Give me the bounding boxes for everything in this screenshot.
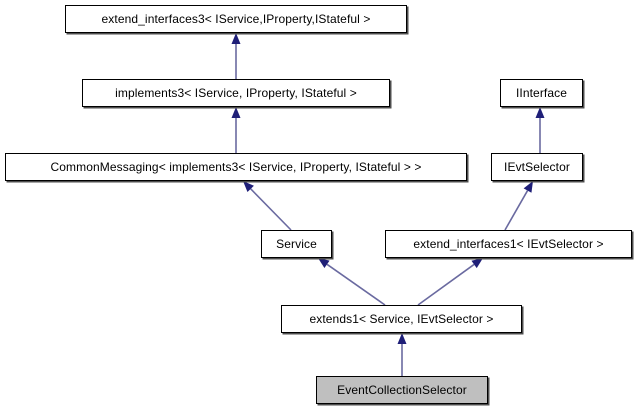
inheritance-edge-ievtselector-to-iinterface <box>535 107 545 153</box>
edge-arrowhead <box>231 107 241 118</box>
class-node-iinterface[interactable]: IInterface <box>500 79 583 107</box>
class-node-ievtselector[interactable]: IEvtSelector <box>491 153 583 181</box>
class-node-eventcollectionselector[interactable]: EventCollectionSelector <box>316 376 488 404</box>
edge-line <box>250 188 292 231</box>
edge-line <box>504 190 529 231</box>
edge-line <box>417 263 475 306</box>
inheritance-edge-extends1-to-service <box>318 258 386 306</box>
edge-arrowhead <box>231 33 241 44</box>
class-node-extend_interfaces1[interactable]: extend_interfaces1< IEvtSelector > <box>385 230 632 258</box>
edge-arrowhead <box>535 107 545 118</box>
class-node-label: Service <box>276 237 317 251</box>
inheritance-edge-extend_interfaces1-to-ievtselector <box>504 181 533 231</box>
class-node-commonmessaging[interactable]: CommonMessaging< implements3< IService, … <box>5 153 467 181</box>
class-node-label: CommonMessaging< implements3< IService, … <box>50 160 422 174</box>
edge-arrowhead <box>318 258 330 269</box>
class-node-label: extend_interfaces1< IEvtSelector > <box>413 237 604 251</box>
edge-arrowhead <box>523 181 533 193</box>
class-node-label: IInterface <box>515 86 568 100</box>
class-node-implements3[interactable]: implements3< IService, IProperty, IState… <box>82 79 390 107</box>
inheritance-edge-eventcollectionselector-to-extends1 <box>397 333 407 376</box>
class-node-label: extends1< Service, IEvtSelector > <box>309 312 494 326</box>
inheritance-edge-extends1-to-extend_interfaces1 <box>417 258 483 306</box>
class-node-label: extend_interfaces3< IService,IProperty,I… <box>101 12 371 26</box>
class-node-service[interactable]: Service <box>261 230 332 258</box>
class-node-label: implements3< IService, IProperty, IState… <box>115 86 357 100</box>
inheritance-edge-implements3-to-extend_interfaces3 <box>231 33 241 79</box>
edge-arrowhead <box>243 181 254 193</box>
inheritance-edge-commonmessaging-to-implements3 <box>231 107 241 153</box>
edge-arrowhead <box>397 333 407 344</box>
inheritance-edge-service-to-commonmessaging <box>243 181 292 231</box>
class-node-label: EventCollectionSelector <box>337 383 467 397</box>
class-node-label: IEvtSelector <box>504 160 570 174</box>
edge-line <box>326 263 386 306</box>
edge-arrowhead <box>471 258 483 269</box>
class-node-extend_interfaces3[interactable]: extend_interfaces3< IService,IProperty,I… <box>65 5 407 33</box>
class-node-extends1[interactable]: extends1< Service, IEvtSelector > <box>281 305 522 333</box>
